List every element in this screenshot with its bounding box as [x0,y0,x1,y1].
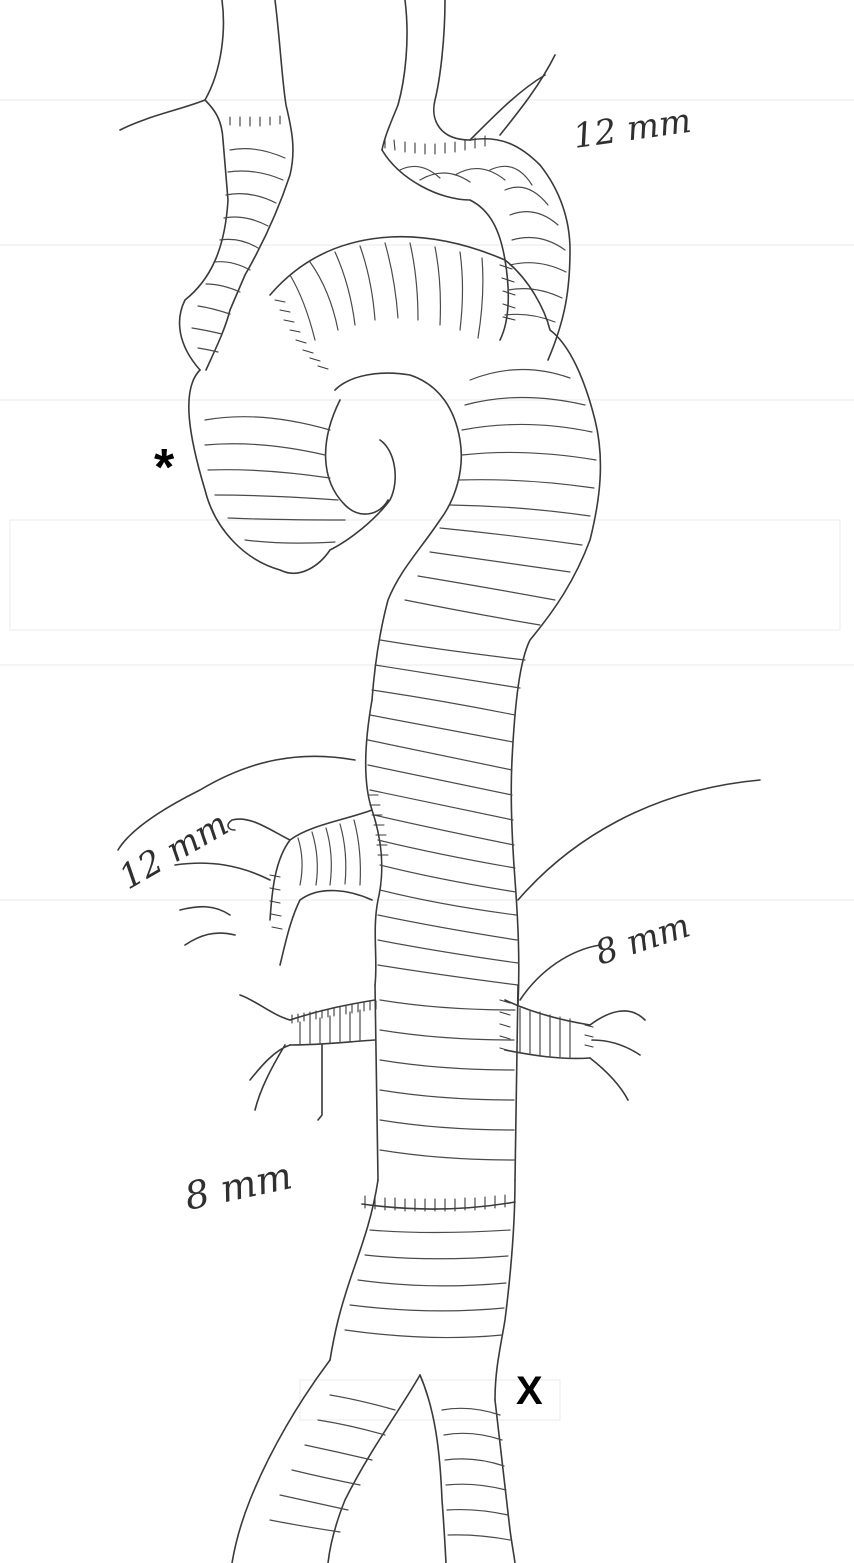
left-arch-branch-graft [120,0,293,370]
iliac-bifurcation [232,1360,515,1563]
renal-level-graft [240,945,645,1180]
right-visceral-vessel [518,780,760,900]
x-marker: X [516,1369,543,1413]
right-renal-size-label: 8 mm [590,906,695,974]
infrarenal-graft [330,1180,515,1400]
arch-branch-size-label: 12 mm [571,101,694,157]
aortic-arch-graft [189,237,601,760]
asterisk-marker: * [154,439,175,497]
left-renal-size-label: 8 mm [181,1153,296,1219]
left-visceral-size-label: 12 mm [113,804,236,898]
descending-aorta-graft [366,640,525,1005]
